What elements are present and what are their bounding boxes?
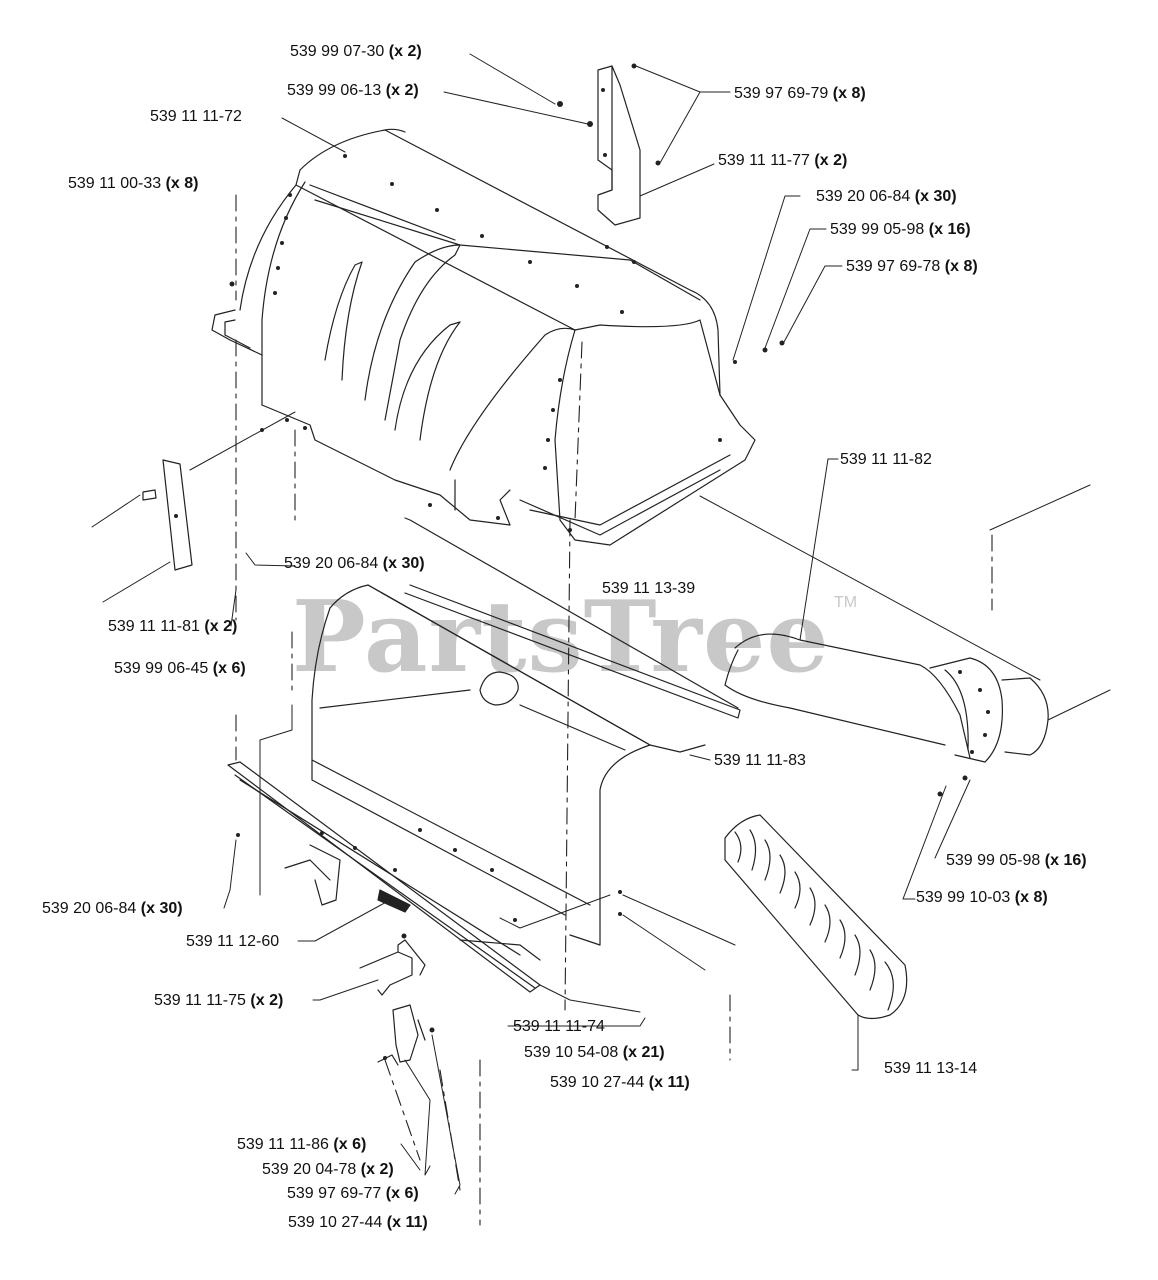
quantity: (x 2) [204, 618, 238, 635]
part-number: 539 11 12-60 [186, 933, 280, 950]
part-number: 539 99 05-98 [946, 852, 1041, 869]
callout-c12: 539 11 13-39 [602, 580, 695, 598]
discharge-elbow [724, 633, 1049, 797]
alignment-lines [235, 194, 993, 1226]
quantity: (x 16) [1044, 852, 1087, 869]
callout-c23: 539 10 27-44 (x 11) [550, 1074, 690, 1092]
quantity: (x 6) [212, 660, 246, 677]
callout-c17: 539 20 06-84 (x 30) [42, 900, 183, 918]
part-number: 539 20 06-84 [42, 900, 137, 917]
callout-c03: 539 97 69-79 (x 8) [734, 85, 866, 103]
callout-c15: 539 11 11-83 [714, 752, 806, 770]
callout-c08: 539 99 05-98 (x 16) [830, 221, 971, 239]
bottom-rail [227, 761, 622, 993]
callout-c04: 539 11 11-72 [150, 108, 242, 126]
part-number: 539 11 00-33 [68, 175, 162, 192]
callout-c27: 539 97 69-77 (x 6) [287, 1185, 419, 1203]
part-number: 539 11 13-39 [602, 580, 696, 597]
quantity: (x 6) [385, 1185, 419, 1202]
quantity: (x 2) [385, 82, 419, 99]
callout-c22: 539 10 54-08 (x 21) [524, 1044, 665, 1062]
quantity: (x 2) [360, 1161, 394, 1178]
callout-c19: 539 11 12-60 [186, 933, 279, 951]
quantity: (x 8) [165, 175, 199, 192]
trademark-mark: TM [834, 594, 858, 611]
part-number: 539 97 69-78 [846, 258, 941, 275]
leader-lines [91, 53, 1111, 1195]
callout-c11: 539 20 06-84 (x 30) [284, 555, 425, 573]
quantity: (x 2) [250, 992, 284, 1009]
callout-c26: 539 20 04-78 (x 2) [262, 1161, 394, 1179]
part-number: 539 10 54-08 [524, 1044, 619, 1061]
latch-assembly [359, 933, 435, 1066]
callout-c14: 539 99 06-45 (x 6) [114, 660, 246, 678]
quantity: (x 8) [832, 85, 866, 102]
quantity: (x 8) [1014, 889, 1048, 906]
part-number: 539 11 11-72 [150, 108, 242, 125]
quantity: (x 30) [914, 188, 957, 205]
part-number: 539 11 11-82 [840, 451, 932, 468]
callout-c18: 539 99 10-03 (x 8) [916, 889, 1048, 907]
quantity: (x 8) [944, 258, 978, 275]
quantity: (x 16) [928, 221, 971, 238]
part-number: 539 20 04-78 [262, 1161, 357, 1178]
callout-c24: 539 11 13-14 [884, 1060, 977, 1078]
quantity: (x 11) [386, 1214, 428, 1231]
callout-c13: 539 11 11-81 (x 2) [108, 618, 237, 636]
callout-c06: 539 11 00-33 (x 8) [68, 175, 198, 193]
side-bracket [142, 459, 193, 571]
part-number: 539 11 13-14 [884, 1060, 978, 1077]
quantity: (x 30) [140, 900, 183, 917]
part-number: 539 11 11-86 [237, 1136, 329, 1153]
part-number: 539 11 11-83 [714, 752, 806, 769]
watermark: PartsTree [292, 580, 830, 695]
callout-c10: 539 11 11-82 [840, 451, 932, 469]
quantity: (x 11) [648, 1074, 690, 1091]
part-number: 539 11 11-75 [154, 992, 246, 1009]
callout-c16: 539 99 05-98 (x 16) [946, 852, 1087, 870]
flexible-hose [724, 814, 908, 1020]
callout-c25: 539 11 11-86 (x 6) [237, 1136, 366, 1154]
quantity: (x 2) [388, 43, 422, 60]
part-number: 539 10 27-44 [550, 1074, 645, 1091]
callout-c02: 539 99 06-13 (x 2) [287, 82, 419, 100]
part-number: 539 11 11-77 [718, 152, 810, 169]
quantity: (x 21) [622, 1044, 665, 1061]
part-number: 539 11 11-74 [513, 1018, 605, 1035]
part-number: 539 99 10-03 [916, 889, 1011, 906]
part-number: 539 99 06-13 [287, 82, 382, 99]
upper-bracket [557, 63, 661, 226]
callout-c09: 539 97 69-78 (x 8) [846, 258, 978, 276]
bracket-line [259, 704, 293, 896]
part-number: 539 97 69-79 [734, 85, 829, 102]
part-number: 539 20 06-84 [284, 555, 379, 572]
callout-c01: 539 99 07-30 (x 2) [290, 43, 422, 61]
callout-c21: 539 11 11-74 [513, 1018, 605, 1036]
part-number: 539 99 05-98 [830, 221, 925, 238]
part-number: 539 10 27-44 [288, 1214, 383, 1231]
callout-c20: 539 11 11-75 (x 2) [154, 992, 283, 1010]
callout-c05: 539 11 11-77 (x 2) [718, 152, 847, 170]
part-number: 539 99 06-45 [114, 660, 209, 677]
quantity: (x 2) [814, 152, 848, 169]
part-number: 539 11 11-81 [108, 618, 200, 635]
part-number: 539 20 06-84 [816, 188, 911, 205]
part-number: 539 97 69-77 [287, 1185, 382, 1202]
deflector-housing [311, 517, 741, 946]
collector-hood [211, 128, 785, 546]
callout-c28: 539 10 27-44 (x 11) [288, 1214, 428, 1232]
quantity: (x 6) [333, 1136, 367, 1153]
callout-c07: 539 20 06-84 (x 30) [816, 188, 957, 206]
quantity: (x 30) [382, 555, 425, 572]
part-number: 539 99 07-30 [290, 43, 385, 60]
